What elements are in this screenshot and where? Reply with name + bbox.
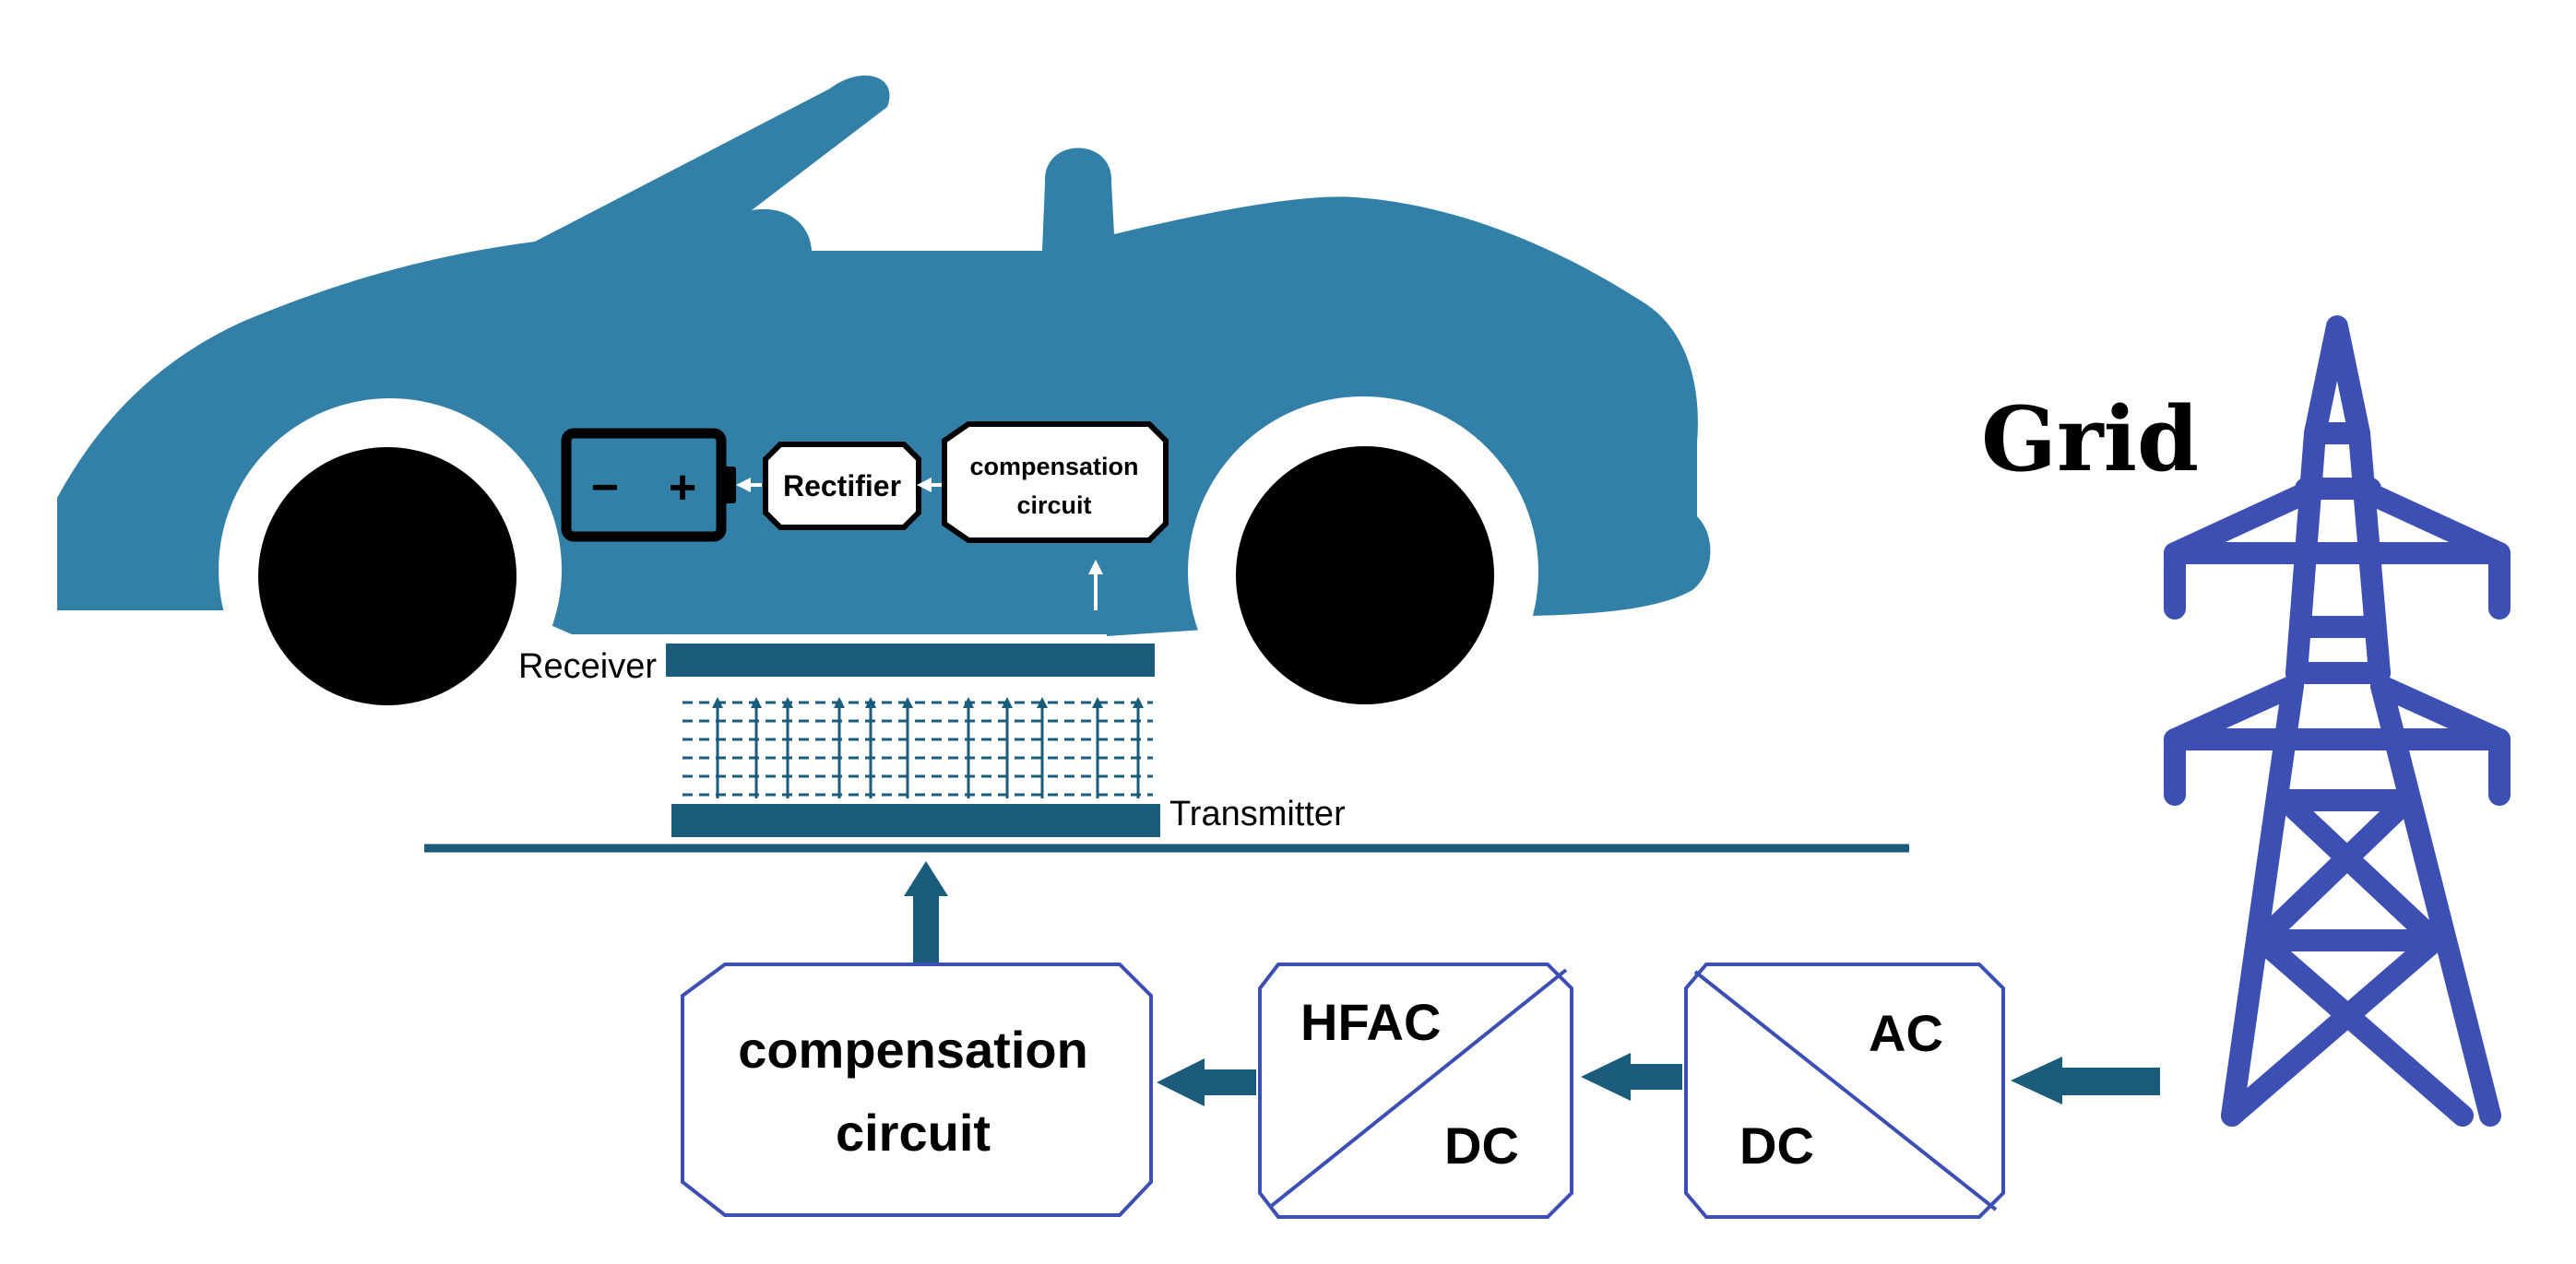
ground-compensation-circuit-box: compensation circuit <box>681 963 1153 1217</box>
grid-label: Grid <box>1981 387 2199 491</box>
ac-dc-bottom-label: DC <box>1739 1116 1814 1175</box>
vehicle-compensation-circuit-box: compensation circuit <box>942 421 1169 543</box>
ground-compensation-label-line2: circuit <box>836 1104 991 1162</box>
car-icon <box>57 75 1711 747</box>
rectifier-to-inverter-arrow <box>1581 1053 1682 1101</box>
ac-label: AC <box>1869 1004 1943 1062</box>
receiver-coil <box>666 644 1155 677</box>
receiver-label: Receiver <box>518 647 657 686</box>
ground-compensation-label-line1: compensation <box>738 1021 1088 1079</box>
hfac-label: HFAC <box>1300 993 1441 1051</box>
ac-dc-converter-box: AC DC <box>1684 963 2005 1219</box>
hfac-dc-bottom-label: DC <box>1444 1116 1519 1175</box>
battery-minus-sign: − <box>591 461 619 514</box>
rectifier-label: Rectifier <box>783 469 901 502</box>
battery-icon: − + <box>561 428 736 542</box>
transmitter-coil <box>671 804 1160 837</box>
magnetic-field-lines <box>683 697 1153 798</box>
battery-plus-sign: + <box>669 461 696 514</box>
rear-wheel <box>258 447 516 705</box>
hfac-dc-converter-box: HFAC DC <box>1258 963 1573 1219</box>
power-tower-icon <box>2164 315 2511 1127</box>
rectifier-box: Rectifier <box>763 442 921 530</box>
grid-to-converter-arrow <box>2011 1057 2160 1105</box>
vehicle-compensation-label-line1: compensation <box>969 453 1138 480</box>
inverter-to-compensation-arrow <box>1157 1058 1256 1106</box>
vehicle-compensation-label-line2: circuit <box>1016 491 1091 519</box>
transmitter-label: Transmitter <box>1169 795 1346 833</box>
front-wheel <box>1236 446 1494 704</box>
compensation-to-transmitter-arrow <box>904 861 948 964</box>
